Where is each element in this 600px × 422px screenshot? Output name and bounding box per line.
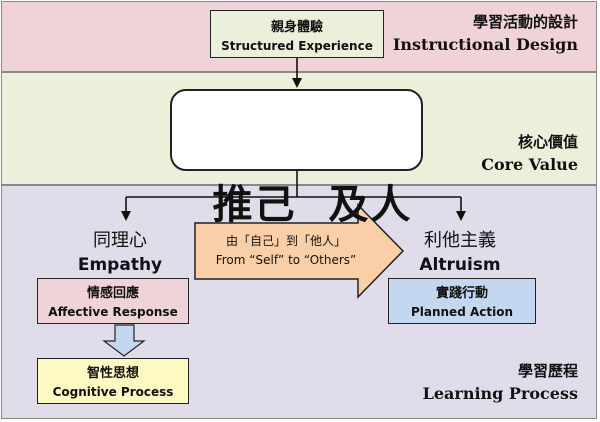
cognitive-process-box: 智性思想 Cognitive Process [37, 358, 189, 404]
affective-response-en: Affective Response [48, 305, 178, 319]
cognitive-process-en: Cognitive Process [52, 385, 174, 399]
learning-process-en: Learning Process [422, 384, 578, 403]
affective-response-box: 情感回應 Affective Response [37, 278, 189, 324]
altruism-zh: 利他主義 [424, 230, 496, 251]
core-value-text: 推己 及人 [212, 181, 413, 228]
structured-experience-zh: 親身體驗 [270, 20, 323, 35]
self-to-others-en: From “Self” to “Others” [215, 253, 357, 267]
planned-action-zh: 實踐行動 [435, 286, 488, 301]
planned-action-en: Planned Action [410, 305, 514, 319]
structured-experience-box: 親身體驗 Structured Experience [210, 10, 384, 58]
planned-action-box: 實踐行動 Planned Action [388, 278, 536, 324]
self-to-others-label: 由「自己」到「他人」 From “Self” to “Others” [197, 232, 375, 267]
learning-process-label: 學習歷程 Learning Process [423, 360, 578, 403]
learning-process-zh: 學習歷程 [517, 362, 578, 380]
affective-to-cognitive-arrow [102, 324, 146, 357]
empathy-zh: 同理心 [93, 230, 147, 251]
altruism-concept: 利他主義 Altruism [405, 226, 515, 275]
cognitive-process-zh: 智性思想 [86, 366, 139, 381]
self-to-others-arrow [194, 203, 405, 299]
core-value-label: 核心價值 Core Value [481, 131, 578, 174]
core-value-en: Core Value [481, 155, 578, 174]
self-to-others-zh: 由「自己」到「他人」 [225, 234, 346, 248]
structured-experience-en: Structured Experience [221, 39, 373, 53]
empathy-concept: 同理心 Empathy [70, 226, 170, 275]
instructional-design-en: Instructional Design [392, 35, 578, 54]
core-value-box: 推己 及人 [170, 89, 423, 228]
instructional-design-label: 學習活動的設計 Instructional Design [393, 11, 578, 54]
affective-response-zh: 情感回應 [86, 286, 139, 301]
core-value-zh: 核心價值 [517, 133, 578, 151]
empathy-en: Empathy [77, 255, 163, 275]
altruism-en: Altruism [419, 255, 501, 275]
instructional-design-zh: 學習活動的設計 [472, 13, 578, 31]
